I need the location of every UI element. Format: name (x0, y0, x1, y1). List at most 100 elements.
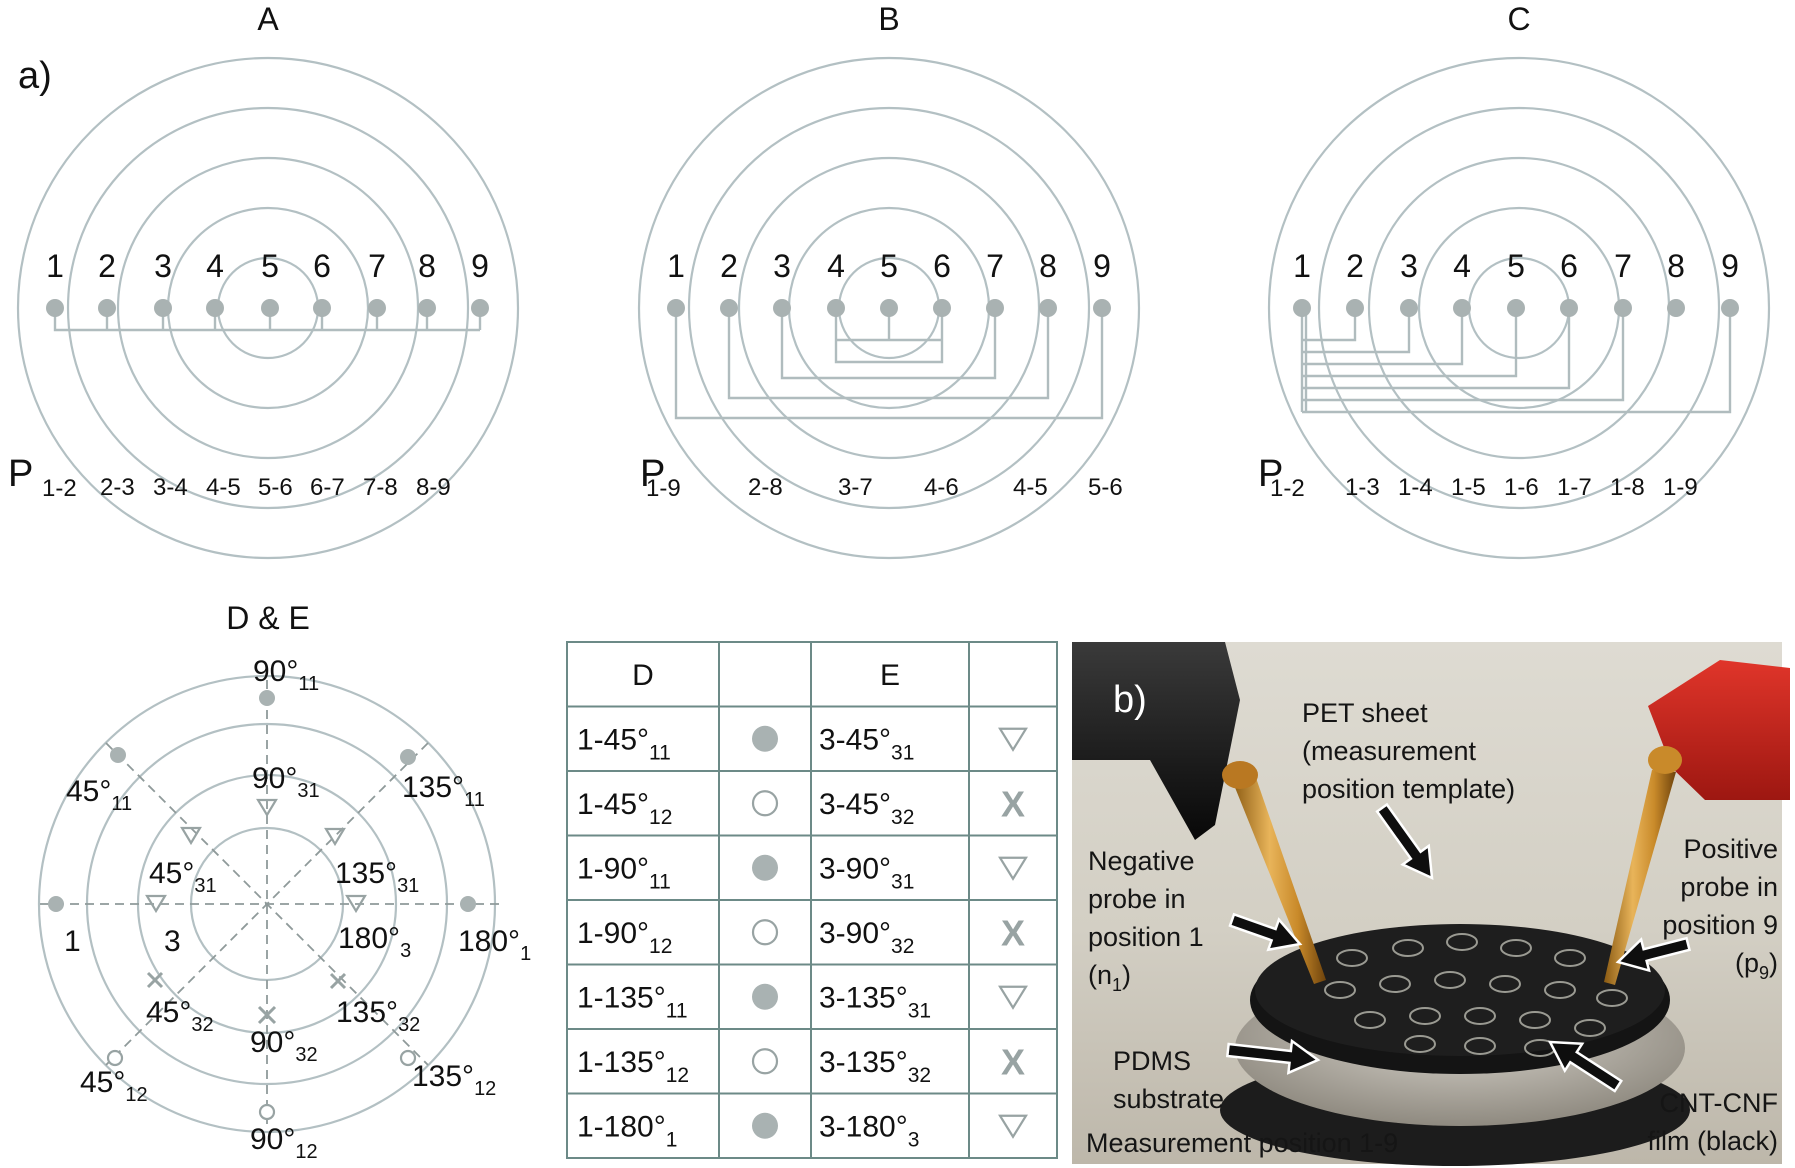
point-label: 7 (1614, 248, 1632, 284)
negative-probe (1232, 775, 1326, 984)
negative-probe-tip (1222, 761, 1258, 789)
table-cell-e: 3-90°32 (819, 917, 914, 958)
template-hole (1574, 1019, 1606, 1037)
red-probe-clip (1648, 660, 1790, 800)
cnt-cnf-label-2: film (black) (1647, 1126, 1778, 1156)
measurement-point (1346, 299, 1364, 317)
measurement-point (827, 299, 845, 317)
point-label: 9 (471, 248, 489, 284)
pair-label: 1-5 (1451, 474, 1486, 501)
measurement-point (368, 299, 386, 317)
measurement-point (880, 299, 898, 317)
point-label: 4 (1453, 248, 1471, 284)
pair-prefix-label: P (1258, 453, 1283, 495)
pet-sheet (1255, 924, 1665, 1056)
positive-probe-id: (p9) (1735, 948, 1778, 983)
negative-probe-arrow (1228, 912, 1303, 952)
measurement-point (471, 299, 489, 317)
template-hole (1446, 933, 1478, 951)
template-hole (1392, 939, 1424, 957)
positive-probe-label-3: position 9 (1662, 910, 1778, 940)
de-label-180-3: 180°3 (338, 922, 411, 962)
de-label-3: 3 (164, 925, 181, 958)
measurement-point (1560, 299, 1578, 317)
point-label: 9 (1093, 248, 1111, 284)
table-cell-d: 1-135°12 (577, 1046, 689, 1087)
measurement-position-label: Measurement position 1-9 (1086, 1128, 1398, 1158)
de-label-90-32: 90°32 (250, 1026, 318, 1066)
point-label: 6 (313, 248, 331, 284)
template-hole (1500, 939, 1532, 957)
point-label: 2 (1346, 248, 1364, 284)
measurement-point (313, 299, 331, 317)
template-holes (1324, 933, 1628, 1057)
point-label: 7 (986, 248, 1004, 284)
connection-wires (1300, 308, 1732, 414)
de-label-45-12: 45°12 (80, 1066, 148, 1106)
filled-circle-marker (752, 983, 778, 1010)
pair-label: 7-8 (363, 474, 398, 501)
pair-label: 1-4 (1398, 474, 1433, 501)
table-cell-d: 1-180°1 (577, 1111, 677, 1152)
template-hole (1336, 949, 1368, 967)
table-cell-d: 1-45°12 (577, 788, 672, 829)
pair-label: 1-6 (1504, 474, 1539, 501)
pet-sheet-arrow (1375, 802, 1434, 881)
pair-prefix-label: P (640, 453, 665, 495)
de-marker-3 (145, 894, 167, 914)
measurement-point (933, 299, 951, 317)
pet-sheet-label-3: position template) (1302, 774, 1515, 804)
measurement-point (1400, 299, 1418, 317)
diagram-d-and-e: D & E 90°11 (37, 600, 531, 1163)
triangle-marker (998, 727, 1028, 752)
template-hole (1519, 1011, 1551, 1029)
de-marker-90-32 (257, 1005, 277, 1025)
point-label: 8 (418, 248, 436, 284)
filled-circle-marker (752, 725, 778, 752)
pet-sheet-label-1: PET sheet (1302, 698, 1428, 728)
de-marker-45-12 (106, 1049, 124, 1067)
filled-circle-marker (752, 854, 778, 881)
triangle-marker (998, 856, 1028, 881)
de-label-45-31: 45°31 (149, 857, 217, 897)
de-label-180-1: 180°1 (458, 925, 531, 965)
hollow-circle-marker (751, 919, 779, 946)
template-hole (1354, 1011, 1386, 1029)
template-hole (1554, 949, 1586, 967)
positive-probe-arrow (1615, 936, 1692, 973)
pdms-label-2: substrate (1113, 1084, 1224, 1114)
table-cell-d: 1-90°12 (577, 917, 672, 958)
x-marker: X (1001, 783, 1025, 824)
x-marker: X (1001, 912, 1025, 953)
panel-b-label: b) (1113, 679, 1147, 721)
pair-label: 3-7 (838, 474, 873, 501)
pair-label: 4-6 (924, 474, 959, 501)
pdms-label-1: PDMS (1113, 1046, 1191, 1076)
de-marker-180-1 (460, 896, 476, 912)
measurement-point (1453, 299, 1471, 317)
triangle-marker (998, 1114, 1028, 1139)
de-marker-90-11 (259, 690, 275, 706)
pair-prefix-label: P (8, 453, 33, 495)
pair-label: 1-3 (1345, 474, 1380, 501)
negative-probe-id: (n1) (1088, 960, 1131, 995)
table-cell-e: 3-90°31 (819, 853, 914, 894)
point-label: 5 (261, 248, 279, 284)
de-marker-90-31 (256, 798, 278, 818)
template-hole (1544, 981, 1576, 999)
table-row: 1-90°12 3-90°32 X (577, 912, 1025, 958)
positive-probe-label-1: Positive (1683, 834, 1778, 864)
de-marker-135-32 (329, 972, 347, 990)
de-marker-135-12 (399, 1049, 417, 1067)
measurement-point (720, 299, 738, 317)
table-cell-e: 3-135°31 (819, 982, 931, 1023)
table-cell-d: 1-90°11 (577, 853, 671, 894)
de-marker-45-31 (180, 826, 202, 846)
triangle-marker (998, 985, 1028, 1010)
cnt-cnf-label-1: CNT-CNF (1660, 1088, 1778, 1118)
pair-label: 4-5 (1013, 474, 1048, 501)
point-label: 5 (880, 248, 898, 284)
connection-wires (674, 308, 1104, 420)
positive-probe-label-2: probe in (1680, 872, 1778, 902)
